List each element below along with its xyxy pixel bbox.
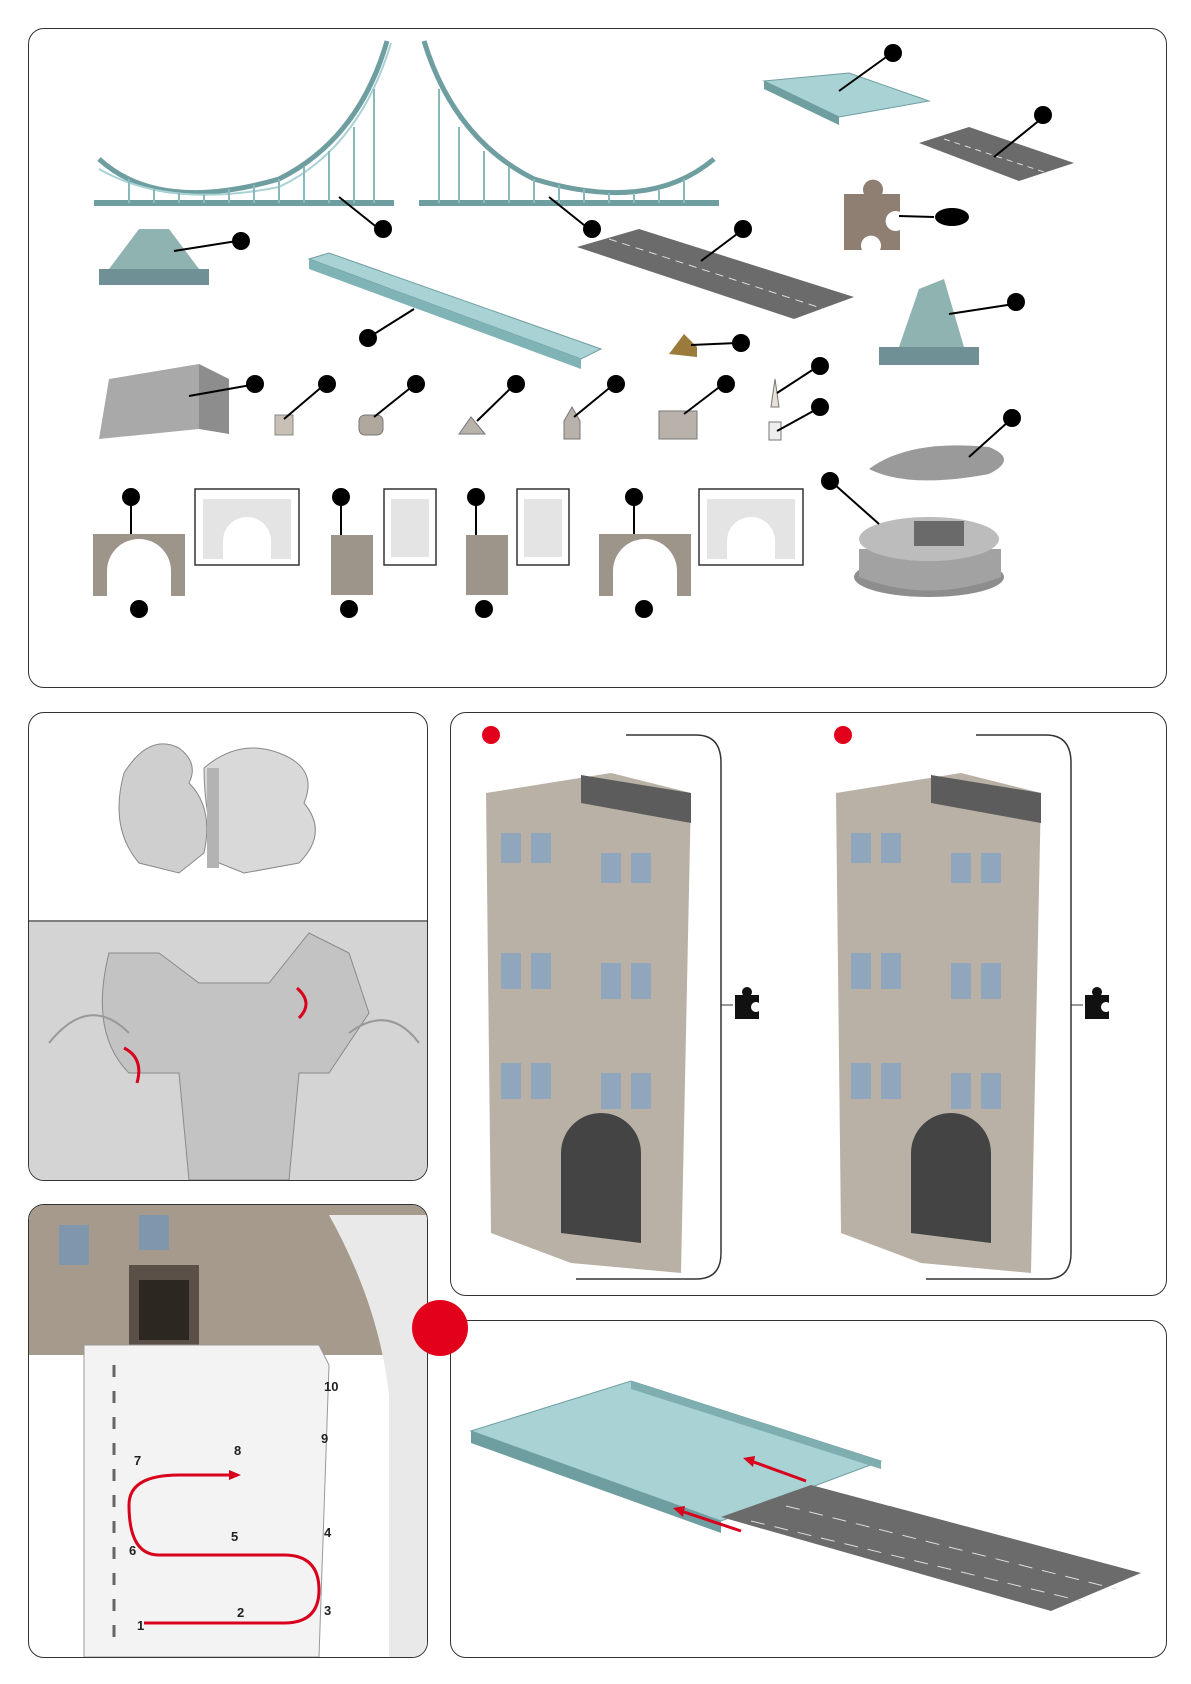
order-num-4: 4 bbox=[324, 1525, 332, 1540]
order-num-5: 5 bbox=[231, 1529, 238, 1544]
corner-illustration bbox=[29, 713, 427, 1180]
arch-wall-right bbox=[599, 534, 691, 596]
road-oval bbox=[869, 445, 1004, 480]
order-num-9: 9 bbox=[321, 1431, 328, 1446]
callout-dot bbox=[834, 726, 852, 744]
order-illustration: 1 2 3 4 5 6 7 8 9 10 bbox=[29, 1205, 427, 1657]
order-num-7: 7 bbox=[134, 1453, 141, 1468]
tower-wall-2 bbox=[466, 535, 508, 595]
base-block bbox=[99, 364, 229, 439]
corner-connection-panel bbox=[28, 712, 428, 1181]
parts-overview-panel bbox=[28, 28, 1167, 688]
road-icon bbox=[721, 1485, 1141, 1611]
bridge-span-right bbox=[419, 41, 719, 203]
tower-right bbox=[836, 773, 1041, 1273]
road-long bbox=[577, 229, 854, 319]
arch-ornament bbox=[359, 415, 383, 435]
spire-post bbox=[769, 422, 781, 440]
order-num-6: 6 bbox=[129, 1543, 136, 1558]
road-insertion-panel bbox=[450, 1320, 1167, 1658]
order-num-2: 2 bbox=[237, 1605, 244, 1620]
assembly-order-panel: 1 2 3 4 5 6 7 8 9 10 bbox=[28, 1204, 428, 1658]
towers-panel bbox=[450, 712, 1167, 1296]
puzzle-piece bbox=[844, 180, 900, 250]
pier-base-left bbox=[99, 229, 209, 285]
order-num-3: 3 bbox=[324, 1603, 331, 1618]
tower-wall-1 bbox=[331, 535, 373, 595]
walkway-beam bbox=[309, 253, 601, 369]
order-num-10: 10 bbox=[324, 1379, 338, 1394]
towers-illustration bbox=[451, 713, 1166, 1295]
window-ornament bbox=[659, 411, 697, 439]
order-num-1: 1 bbox=[137, 1618, 144, 1633]
arch-wall-left bbox=[93, 534, 185, 596]
tower-left bbox=[486, 773, 691, 1273]
parts-illustration bbox=[29, 29, 1166, 687]
step-callout-dot bbox=[410, 1298, 470, 1358]
bridge-span-left bbox=[94, 41, 394, 203]
turret bbox=[564, 407, 580, 439]
gable bbox=[459, 417, 485, 434]
deck-slope bbox=[764, 73, 929, 125]
road-illustration bbox=[451, 1321, 1166, 1657]
pier-base-right bbox=[879, 279, 979, 365]
base-plinth bbox=[854, 517, 1004, 597]
corner-hinge-icon bbox=[119, 744, 315, 873]
order-num-8: 8 bbox=[234, 1443, 241, 1458]
callout-dot bbox=[482, 726, 500, 744]
